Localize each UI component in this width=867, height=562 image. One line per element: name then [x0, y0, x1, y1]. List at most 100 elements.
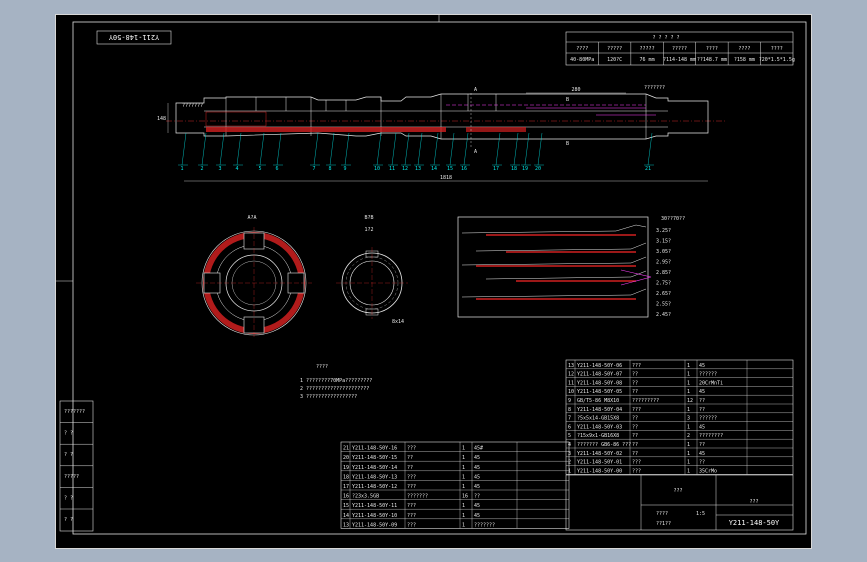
bom-cell: 12: [568, 372, 574, 378]
slot-dimension: 8x14: [392, 319, 404, 325]
cad-drawing-canvas[interactable]: Y211-148-50Y ? ? ? ? ? ????40-80MPa?????…: [55, 14, 812, 549]
bom-cell: ??: [632, 451, 638, 457]
note-line: 1 ????????70MPa?????????: [300, 378, 372, 384]
bom-cell: 1: [462, 503, 465, 509]
bom-cell: 20CrMnTi: [699, 380, 723, 386]
note-line: 2 ?????????????????????: [300, 386, 369, 392]
part-number: 18: [511, 166, 517, 172]
bom-cell: ??: [407, 465, 413, 471]
left-box-label: ?????: [64, 474, 79, 480]
left-side-table: ???????? ?? ??????? ?? ?: [59, 400, 94, 532]
bom-cell: 14: [343, 513, 349, 519]
total-length-dimension: 1818: [440, 175, 452, 181]
part-number: 16: [461, 166, 467, 172]
part-number: 19: [522, 166, 528, 172]
bom-cell: Y211-148-50Y-05: [577, 389, 622, 395]
bom-cell: 3: [568, 451, 571, 457]
bom-cell: 1: [687, 372, 690, 378]
bom-cell: Y211-148-50Y-07: [577, 372, 622, 378]
section-aa-view: A?A: [196, 215, 312, 339]
part-number: 10: [374, 166, 380, 172]
note-line: 3 ?????????????????: [300, 394, 357, 400]
bom-cell: ????????: [699, 433, 723, 439]
section-a-marker-top: A: [474, 87, 477, 93]
bom-cell: 2: [568, 460, 571, 466]
bom-cell: 21: [343, 446, 349, 452]
bom-cell: 45: [474, 513, 480, 519]
bom-cell: 1: [687, 468, 690, 474]
bom-cell: 1: [687, 380, 690, 386]
bom-cell: 13: [343, 522, 349, 528]
title-block-code: Y211-148-50Y: [729, 519, 780, 527]
params-value: 76 mm: [640, 57, 655, 63]
bom-cell: Y211-148-50Y-08: [577, 380, 622, 386]
bom-cell: 45: [474, 455, 480, 461]
bom-cell: 11: [568, 380, 574, 386]
bom-cell: 1: [462, 446, 465, 452]
params-value: ?158 mm: [734, 57, 755, 63]
bom-cell: 1: [462, 455, 465, 461]
bom-cell: 4: [568, 442, 571, 448]
section-bb-view: B?B 1?2 8x14: [336, 215, 408, 325]
bom-cell: Y211-148-50Y-09: [352, 522, 397, 528]
bom-cell: 5: [568, 433, 571, 439]
weight-row: ????: [656, 511, 668, 517]
bom-cell: GB/T5-86 M8X10: [577, 398, 619, 404]
params-value: ?20*1.5*1.5g: [759, 57, 795, 63]
bom-cell: 1: [462, 465, 465, 471]
part-number: 2: [200, 166, 203, 172]
bom-cell: Y211-148-50Y-16: [352, 446, 397, 452]
bom-cell: Y211-148-50Y-04: [577, 407, 622, 413]
teeth-angle: 2.65?: [656, 291, 671, 297]
bom-cell: ???????: [407, 494, 428, 500]
bom-cell: 20: [343, 455, 349, 461]
part-number: 11: [389, 166, 395, 172]
bom-cell: 1: [462, 513, 465, 519]
bom-cell: 1: [462, 522, 465, 528]
svg-text:280: 280: [571, 87, 580, 93]
bom-cell: ??: [632, 433, 638, 439]
bom-cell: ??????: [699, 416, 717, 422]
drawing-frame: [72, 21, 807, 535]
bom-cell: 1: [687, 451, 690, 457]
bom-cell: ???: [632, 407, 641, 413]
bom-cell: 45: [699, 363, 705, 369]
bom-cell: Y211-148-50Y-14: [352, 465, 397, 471]
callout-right: ???????: [644, 85, 665, 91]
bom-cell: 1: [462, 474, 465, 480]
bom-cell: 45: [474, 503, 480, 509]
bom-cell: 9: [568, 398, 571, 404]
parameters-table: ? ? ? ? ? ????40-80MPa?????120?C?????76 …: [565, 31, 795, 66]
teeth-angle: 3.25?: [656, 228, 671, 234]
bom-cell: 16: [462, 494, 468, 500]
params-title: ? ? ? ? ?: [652, 35, 679, 41]
params-header: ?????: [640, 46, 655, 52]
part-number: 14: [431, 166, 437, 172]
section-b-marker-bottom: B: [566, 141, 569, 147]
bom-cell: ??: [474, 494, 480, 500]
params-value: 120?C: [607, 57, 622, 63]
section-a-marker-bottom: A: [474, 149, 477, 155]
teeth-label: 30??70??: [661, 216, 685, 222]
params-header: ????: [576, 46, 588, 52]
title-center: ???: [673, 488, 682, 494]
part-number: 21: [645, 166, 651, 172]
bom-cell: ???: [407, 446, 416, 452]
left-box-label: ? ?: [64, 495, 73, 501]
bom-cell: 35CrMo: [699, 468, 717, 474]
part-number: 17: [493, 166, 499, 172]
bom-cell: 1: [568, 468, 571, 474]
bom-cell: ?????????: [632, 398, 659, 404]
part-number: 8: [328, 166, 331, 172]
notes-title: ????: [316, 364, 328, 370]
bom-cell: 2: [687, 433, 690, 439]
title-block: ??? ??? Y211-148-50Y ???? 1:5 ??1??: [565, 474, 794, 531]
left-box-label: ? ?: [64, 452, 73, 458]
params-header: ?????: [607, 46, 622, 52]
bom-cell: 45: [474, 474, 480, 480]
bom-cell: 1: [687, 424, 690, 430]
bom-cell: ??: [632, 372, 638, 378]
params-header: ????: [771, 46, 783, 52]
